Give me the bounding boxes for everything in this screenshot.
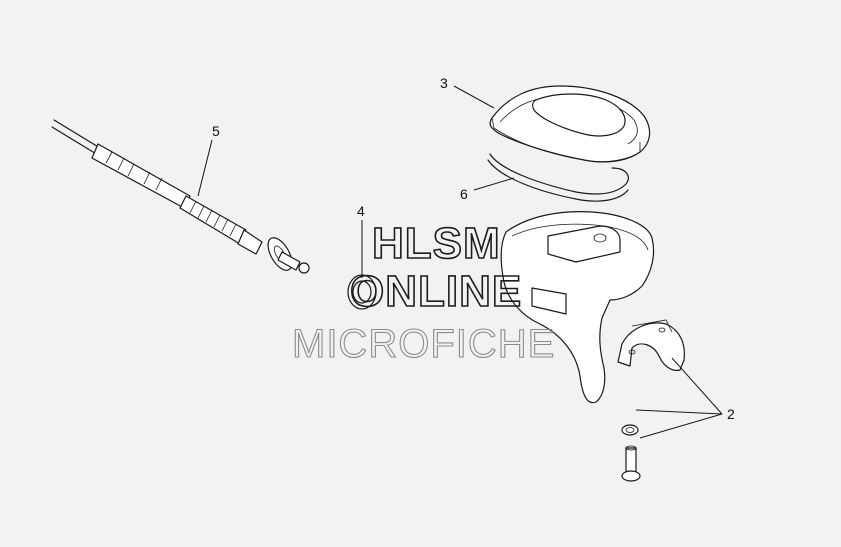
callout-3: 3 [440,75,448,91]
leader-lines [197,85,723,439]
watermark-line-2: ONLINE [350,267,522,316]
watermark: HLSM ONLINE MICROFICHE [291,218,555,366]
reservoir-cap [489,85,651,163]
callout-2: 2 [727,406,735,422]
watermark-line-3: MICROFICHE [292,322,555,366]
callout-6: 6 [460,186,468,202]
diaphragm-gasket [487,153,629,202]
watermark-line-1: HLSM [372,219,501,268]
mounting-clamp [617,319,685,371]
washer [621,424,639,436]
clamp-bolt [621,445,641,482]
callout-5: 5 [212,123,220,139]
callout-4: 4 [357,203,365,219]
throttle-cable [51,119,310,274]
master-cylinder-body [500,211,655,404]
